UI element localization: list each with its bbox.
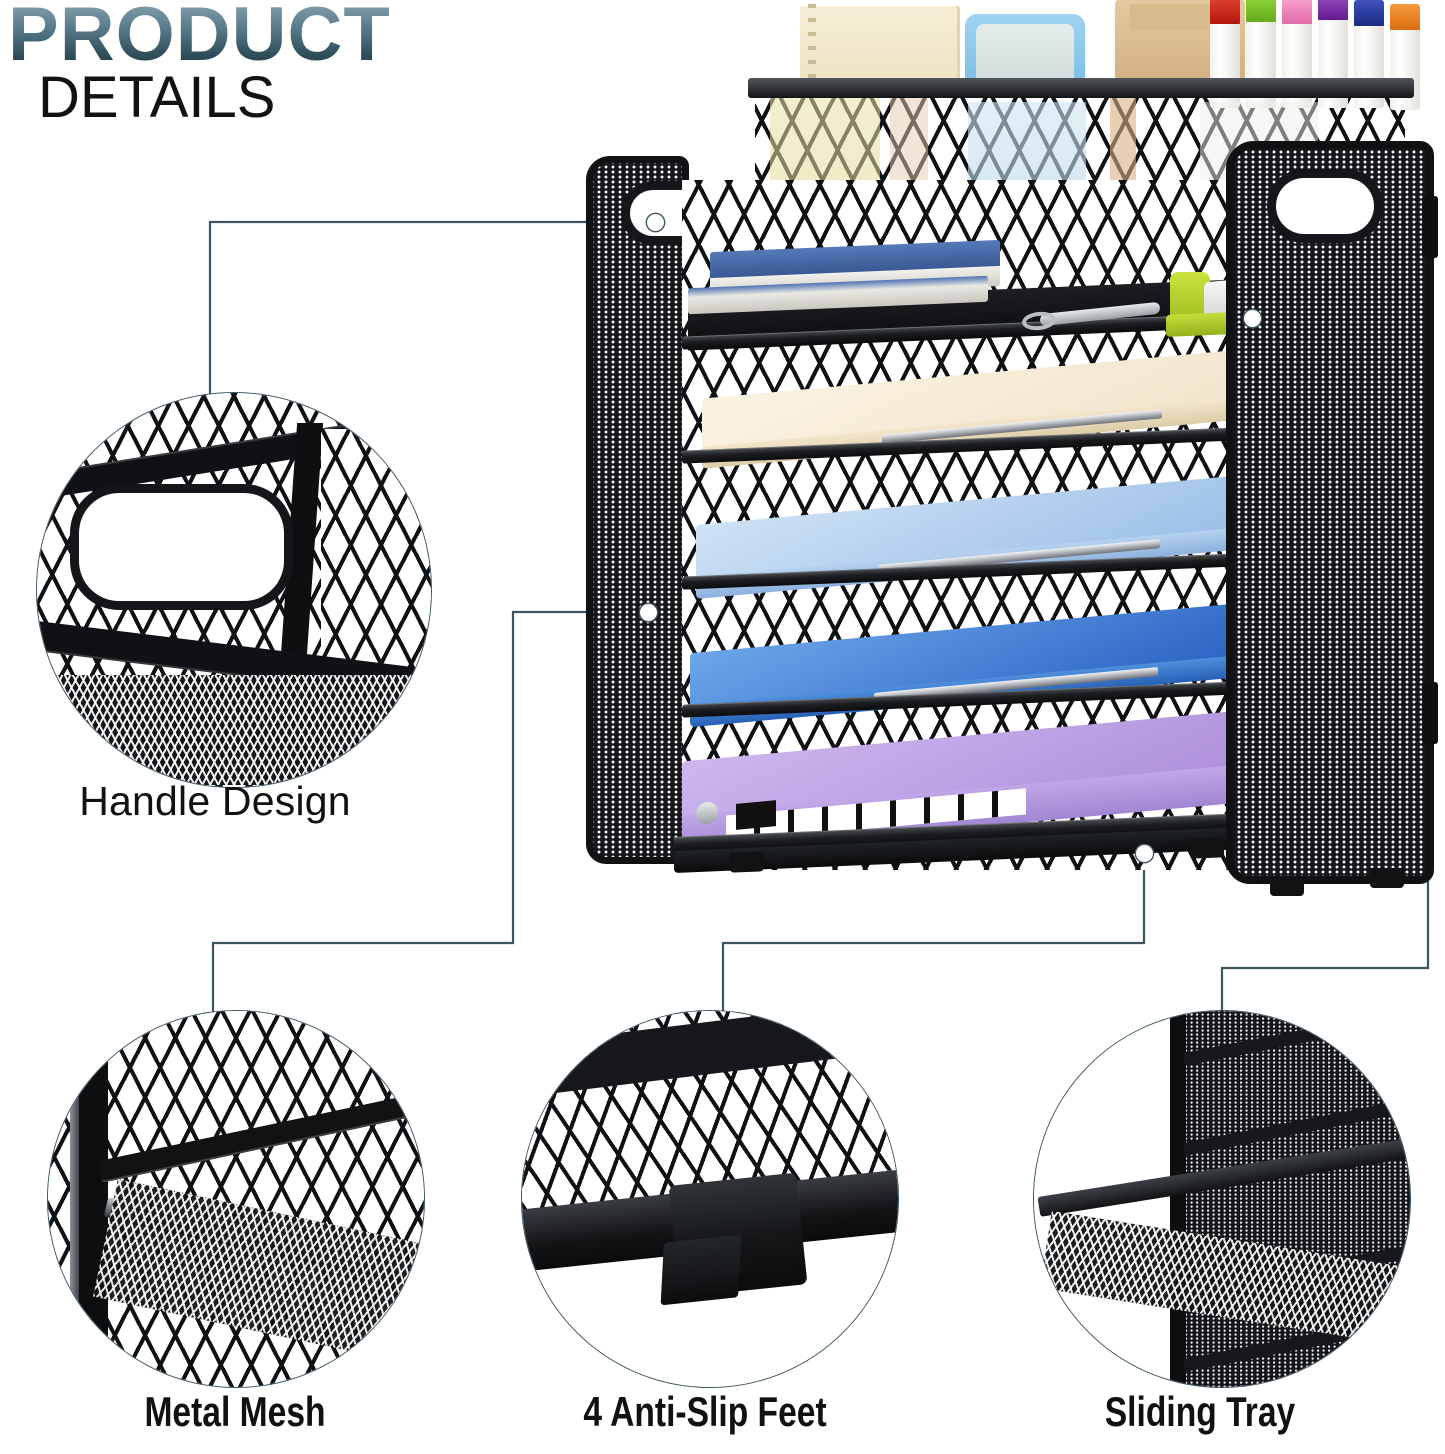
callout-label-anti-slip-feet: 4 Anti-Slip Feet <box>583 1388 827 1435</box>
marker-cap-red <box>1210 0 1240 24</box>
anti-slip-foot <box>1190 837 1224 859</box>
right-side-panel <box>1230 145 1430 880</box>
foot-shadow-side <box>660 1234 742 1306</box>
anti-slip-foot <box>1270 876 1304 896</box>
marker-cap-blue <box>1354 0 1384 26</box>
anti-slip-foot <box>1370 868 1404 888</box>
callout-label-sliding-tray: Sliding Tray <box>1104 1388 1296 1435</box>
left-side-panel <box>590 160 685 860</box>
callout-label-metal-mesh: Metal Mesh <box>144 1388 326 1435</box>
callout-circle-metal-mesh <box>47 1010 425 1388</box>
binder-label-logo <box>736 800 776 830</box>
right-handle-cutout <box>1276 178 1374 234</box>
callout-circle-handle <box>36 392 432 788</box>
connector-dot-feet <box>1136 845 1153 862</box>
notepad-spiral <box>808 4 816 92</box>
marker-cap-pink <box>1282 0 1312 24</box>
marker-cap-green <box>1246 0 1276 22</box>
callout-label-handle: Handle Design <box>79 778 351 824</box>
connector-handle <box>208 220 655 395</box>
page-subtitle: DETAILS <box>38 64 276 130</box>
connector-feet <box>721 853 1146 1012</box>
page-title-block: PRODUCT DETAILS <box>8 0 391 128</box>
page-title: PRODUCT <box>8 0 391 74</box>
top-rim <box>748 78 1414 98</box>
connector-mesh <box>211 610 648 1012</box>
anti-slip-foot <box>730 851 764 873</box>
callout-circle-anti-slip-feet <box>521 1010 899 1388</box>
connector-dot-handle <box>647 214 664 231</box>
post-highlight <box>70 1011 79 1387</box>
right-panel-frame <box>1226 141 1434 884</box>
tray-mesh <box>37 675 431 785</box>
connector-dot-mesh <box>640 604 657 621</box>
blue-case-inner <box>976 24 1074 86</box>
product-image <box>570 0 1445 930</box>
marker-cap-purple <box>1318 0 1348 20</box>
vertical-frame-post <box>78 1011 108 1387</box>
notepad-item <box>800 6 960 92</box>
marker-cap-orange <box>1390 4 1420 30</box>
connector-dot-tray <box>1244 310 1261 327</box>
callout-circle-sliding-tray <box>1033 1010 1411 1388</box>
handle-cutout <box>79 493 284 601</box>
left-panel-frame <box>586 156 689 864</box>
hinge-tab <box>1422 196 1438 258</box>
frame-post <box>1170 1011 1186 1387</box>
hinge-tab <box>1422 682 1438 744</box>
